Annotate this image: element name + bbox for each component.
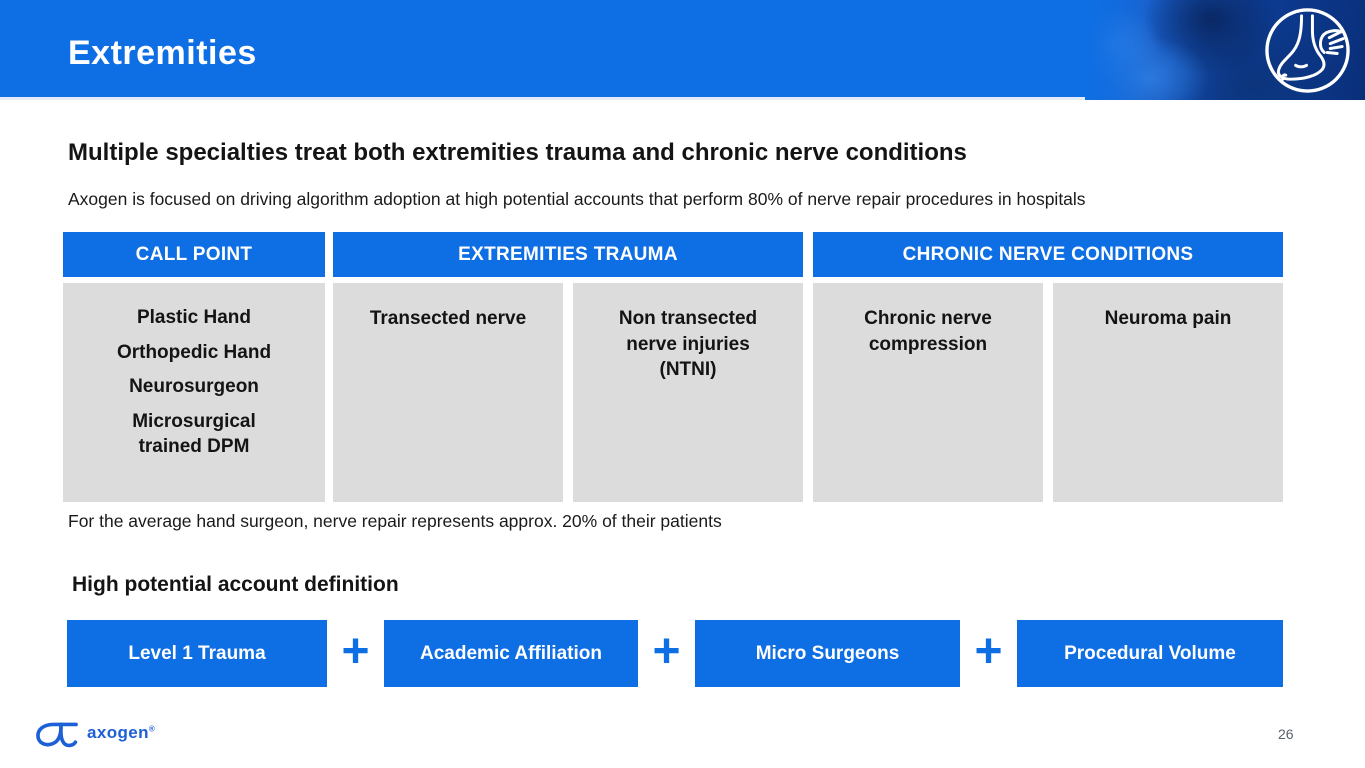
call-point-item: Microsurgical trained DPM [132,411,256,457]
foot-hand-icon [1265,8,1350,93]
definition-row: Level 1 Trauma + Academic Affiliation + … [67,620,1283,687]
cell-transected-nerve: Transected nerve [333,283,563,502]
cell-neuroma-pain: Neuroma pain [1053,283,1283,502]
definition-box-micro-surgeons: Micro Surgeons [695,620,960,687]
call-point-item: Orthopedic Hand [116,341,272,363]
column-header-extremities-trauma: EXTREMITIES TRAUMA [333,232,803,277]
plus-icon: + [652,624,681,678]
main-heading: Multiple specialties treat both extremit… [68,139,967,166]
logo-text: axogen® [87,723,156,742]
header-photo [1085,0,1365,100]
cell-text: Neuroma pain [1104,308,1232,329]
cell-text: Non transected nerve injuries (NTNI) [618,308,758,381]
cell-ntni: Non transected nerve injuries (NTNI) [573,283,803,502]
column-header-call-point: CALL POINT [63,232,325,277]
registered-mark: ® [148,724,156,734]
call-point-item: Plastic Hand [136,307,252,328]
cell-chronic-nerve-compression: Chronic nerve compression [813,283,1043,502]
definition-heading: High potential account definition [72,573,399,596]
column-header-chronic-nerve-conditions: CHRONIC NERVE CONDITIONS [813,232,1283,277]
cell-call-point: Plastic Hand Orthopedic Hand Neurosurgeo… [63,283,325,502]
call-point-item: Neurosurgeon [129,376,259,398]
photo-fade [1085,0,1155,100]
page-number: 26 [1278,726,1294,742]
definition-box-level-1-trauma: Level 1 Trauma [67,620,327,687]
cell-text: Chronic nerve compression [864,308,992,355]
definition-box-procedural-volume: Procedural Volume [1017,620,1283,687]
axogen-logo: axogen® [34,711,155,755]
subheading: Axogen is focused on driving algorithm a… [68,189,1086,209]
plus-icon: + [974,624,1003,678]
definition-box-academic-affiliation: Academic Affiliation [384,620,638,687]
plus-icon: + [341,624,370,678]
axogen-logo-icon [36,722,78,748]
cell-text: Transected nerve [369,308,527,329]
slide-title: Extremities [68,34,257,72]
hand-surgeon-note: For the average hand surgeon, nerve repa… [68,511,722,531]
header-bar: Extremities [0,0,1365,100]
